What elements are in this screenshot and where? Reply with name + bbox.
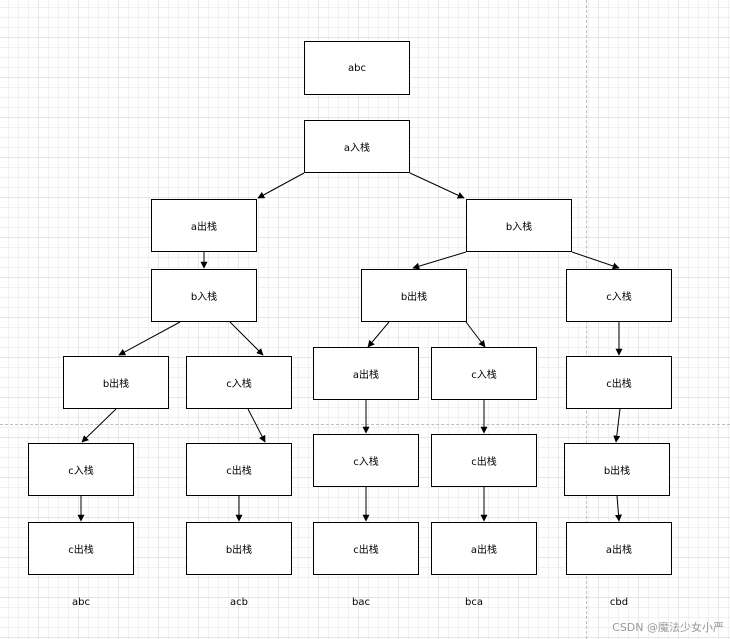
- node-c-push-1: c入栈: [28, 443, 134, 496]
- node-b-pop-2: b出栈: [186, 522, 292, 575]
- node-c-pop-1: c出栈: [28, 522, 134, 575]
- node-root: abc: [304, 41, 410, 95]
- edge-arrow-2: [409, 172, 465, 199]
- node-c-pop-5: c出栈: [566, 356, 672, 409]
- edge-arrow-20: [615, 495, 622, 522]
- node-b-pop-5: b出栈: [564, 443, 670, 496]
- node-c-push-2: c入栈: [186, 356, 292, 409]
- node-a-pop-3: a出栈: [313, 347, 419, 400]
- node-a-push: a入栈: [304, 120, 410, 173]
- node-b-push-left: b入栈: [151, 269, 257, 322]
- result-label-5: cbd: [609, 597, 629, 608]
- result-label-1: abc: [72, 597, 90, 608]
- edge-arrow-12: [247, 408, 266, 443]
- edge-arrow-15: [613, 408, 621, 443]
- result-label-4: bca: [465, 597, 483, 608]
- node-a-pop: a出栈: [151, 199, 257, 252]
- node-c-push-4: c入栈: [431, 347, 537, 400]
- node-c-pop-4: c出栈: [431, 434, 537, 487]
- edge-arrow-7: [229, 321, 264, 356]
- edge-arrow-8: [465, 321, 486, 348]
- node-c-push-3: c入栈: [313, 434, 419, 487]
- edge-arrow-9: [367, 321, 390, 348]
- edge-arrow-11: [81, 408, 117, 443]
- node-c-push-right: c入栈: [566, 269, 672, 322]
- edge-arrow-5: [571, 251, 620, 270]
- edge-arrow-4: [412, 251, 467, 270]
- result-label-2: acb: [230, 597, 248, 608]
- node-c-pop-2: c出栈: [186, 443, 292, 496]
- result-label-3: bac: [352, 597, 370, 608]
- node-b-push-right: b入栈: [466, 199, 572, 252]
- node-a-pop-4: a出栈: [431, 522, 537, 575]
- edge-arrow-1: [257, 172, 305, 199]
- node-b-pop-middle: b出栈: [361, 269, 467, 322]
- edge-arrow-6: [118, 321, 181, 356]
- watermark: CSDN @魔法少女小严: [612, 621, 724, 634]
- node-c-pop-3: c出栈: [313, 522, 419, 575]
- node-b-pop-1: b出栈: [63, 356, 169, 409]
- node-a-pop-5: a出栈: [566, 522, 672, 575]
- dashed-guide-horizontal: [0, 424, 730, 425]
